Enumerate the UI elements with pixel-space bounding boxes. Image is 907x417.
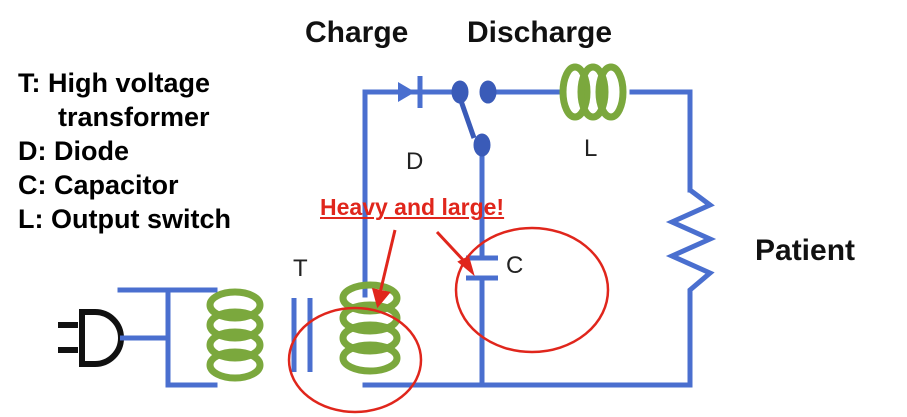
callout-circle-transformer xyxy=(287,306,423,414)
wire-coil-to-right xyxy=(629,89,693,193)
patient-label: Patient xyxy=(755,234,856,267)
legend-item-diode: D: Diode xyxy=(18,136,129,166)
legend-item-output-switch: L: Output switch xyxy=(18,204,231,234)
wire-secondary-bottom xyxy=(362,297,693,388)
label-L: L xyxy=(584,135,598,162)
arrow-to-transformer xyxy=(378,229,397,294)
legend-item-transformer-cont: transformer xyxy=(58,102,210,132)
transformer-primary-coil-icon xyxy=(206,288,264,382)
resistor-icon xyxy=(665,188,717,300)
callout-heavy-large: Heavy and large! xyxy=(320,194,505,220)
diode-icon xyxy=(398,76,423,108)
transformer-core-icon xyxy=(291,298,313,372)
arrow-to-capacitor xyxy=(435,230,467,264)
discharge-heading: Discharge xyxy=(467,16,613,49)
label-D: D xyxy=(406,148,424,175)
charge-heading: Charge xyxy=(305,16,409,49)
legend: T: High voltage transformer D: Diode C: … xyxy=(18,66,231,236)
power-plug-icon xyxy=(58,309,124,367)
label-T: T xyxy=(293,255,308,282)
label-C: C xyxy=(506,252,524,279)
inductor-coil-icon xyxy=(559,63,627,121)
transformer-secondary-coil-icon xyxy=(339,281,401,375)
switch-icon xyxy=(451,80,497,157)
legend-item-transformer: T: High voltage xyxy=(18,68,211,98)
capacitor-icon xyxy=(466,255,498,281)
callout-circle-capacitor xyxy=(454,226,610,354)
legend-item-capacitor: C: Capacitor xyxy=(18,170,179,200)
